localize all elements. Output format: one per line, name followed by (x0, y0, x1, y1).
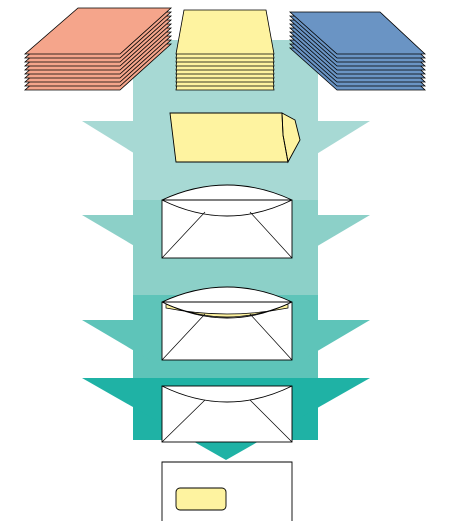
sealed-envelope-icon (161, 385, 293, 443)
paper-stack-blue-icon (288, 11, 427, 91)
flow-chevron-3 (82, 320, 370, 405)
folded-insert-icon (169, 112, 301, 164)
empty-envelope-icon (161, 184, 293, 259)
filled-envelope-icon (161, 286, 293, 361)
paper-stack-yellow-icon (175, 9, 275, 91)
paper-stack-salmon-icon (23, 7, 173, 91)
window-envelope-icon (161, 461, 293, 521)
